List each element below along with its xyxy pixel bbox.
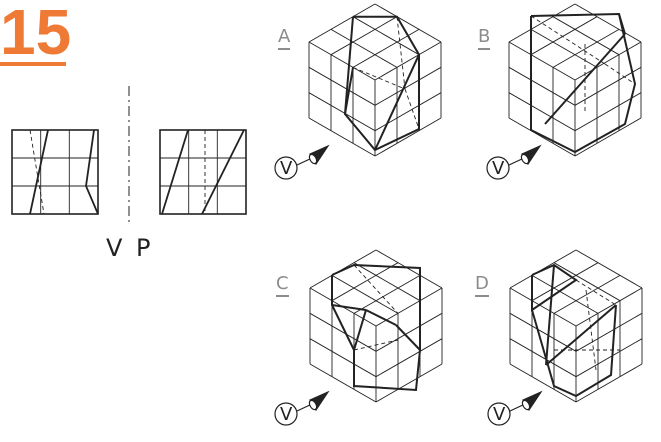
- svg-text:V: V: [493, 404, 506, 425]
- view-label-p: P: [136, 234, 151, 262]
- svg-text:V: V: [280, 158, 293, 179]
- option-c-cube[interactable]: [309, 249, 443, 403]
- svg-text:V: V: [280, 404, 293, 425]
- svg-text:V: V: [492, 158, 505, 179]
- option-d-cube[interactable]: [509, 249, 643, 403]
- viewer-icon-b: V: [486, 145, 541, 180]
- view-p-projection: [159, 129, 247, 215]
- problem-number-underline: [0, 62, 66, 66]
- viewer-icon-a: V: [274, 145, 329, 180]
- option-a-cube[interactable]: [308, 3, 442, 157]
- option-label-d[interactable]: D: [475, 273, 489, 297]
- viewer-icon-d: V: [487, 391, 542, 426]
- view-label-v: V: [106, 234, 123, 262]
- option-label-a[interactable]: A: [278, 26, 291, 50]
- option-label-c[interactable]: C: [276, 273, 289, 297]
- option-label-b[interactable]: B: [478, 26, 491, 50]
- problem-number: 15: [0, 0, 72, 68]
- option-b-cube[interactable]: [508, 3, 642, 157]
- viewer-icon-c: V: [274, 391, 329, 426]
- view-v-projection: [11, 129, 99, 215]
